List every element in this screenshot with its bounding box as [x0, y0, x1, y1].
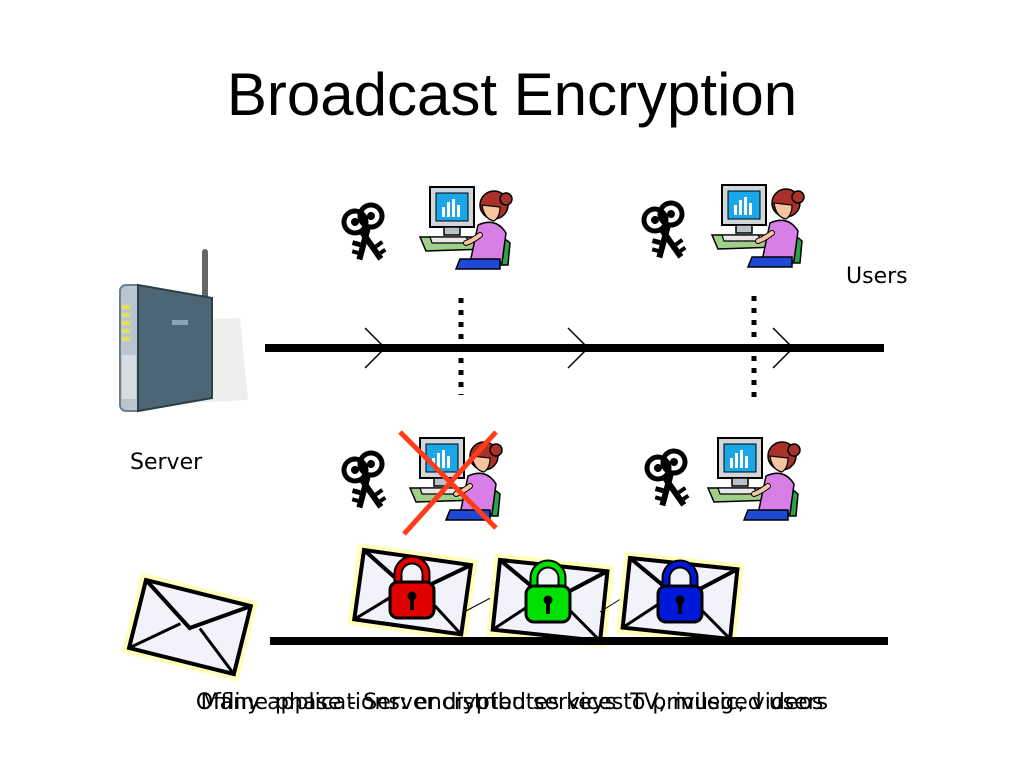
user-computer-icon	[708, 438, 800, 520]
broadcast-channel-line	[265, 327, 884, 369]
user-computer-icon	[420, 187, 512, 269]
server-icon	[119, 249, 248, 413]
revoked-cross-icon	[398, 430, 498, 536]
locked-envelope-green	[484, 551, 617, 650]
caption-applications: Many applications: encrypted services TV…	[200, 690, 824, 715]
key-icon	[640, 201, 690, 264]
locked-envelope-red	[345, 541, 480, 644]
key-icon	[340, 451, 390, 514]
key-icon	[643, 449, 693, 512]
key-icon	[340, 203, 390, 266]
envelope-icon	[119, 570, 261, 684]
caption-offline-phase: Offline phase - Server distributes keys …	[195, 690, 829, 715]
locked-envelope-blue	[614, 549, 747, 648]
server-label: Server	[130, 450, 203, 475]
slide-title: Broadcast Encryption	[226, 61, 798, 128]
users-label: Users	[846, 264, 908, 289]
user-computer-icon	[712, 185, 804, 267]
